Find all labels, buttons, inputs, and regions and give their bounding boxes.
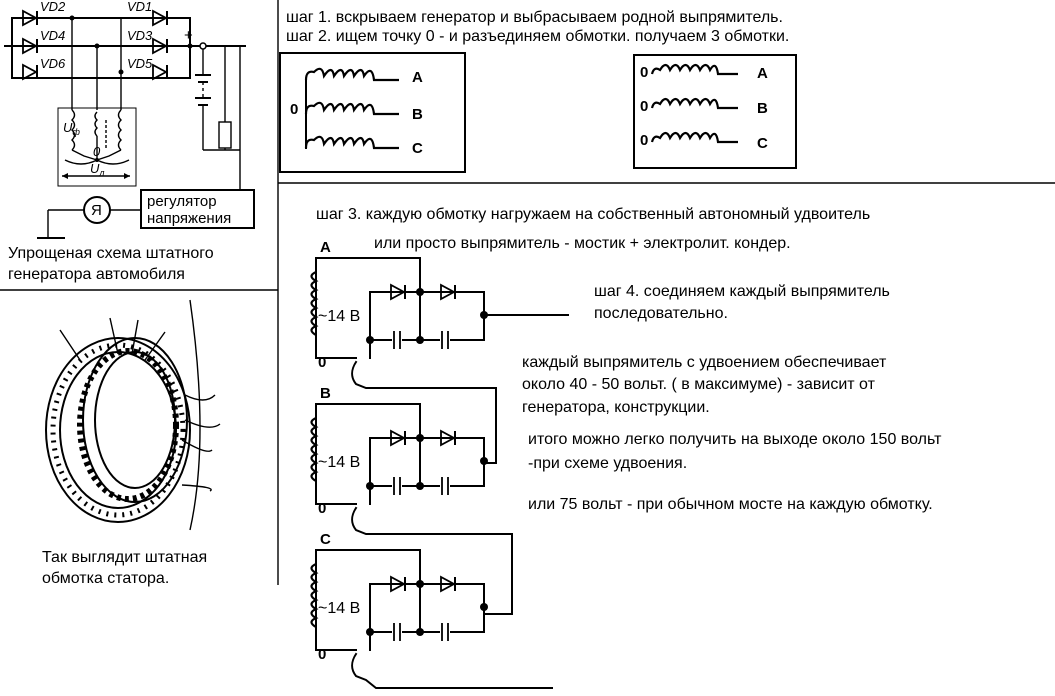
step4-text-line2: последовательно. [594,305,728,322]
vd5-label: VD5 [127,56,153,71]
zero-label-star: 0 [93,144,101,159]
regulator-box [140,189,255,229]
step3-text-line1: шаг 3. каждую обмотку нагружаем на собст… [316,206,870,223]
vd2-label: VD2 [40,0,66,14]
uf-label: Uф [63,120,80,137]
vd3-label: VD3 [127,28,153,43]
connected-zero-label: 0 [290,101,298,118]
doubler-voltage-label: ~14 В [318,308,360,325]
step1-text: шаг 1. вскрываем генератор и выбрасываем… [286,9,783,26]
separated-zero-a: 0 [640,64,648,81]
vd4-label: VD4 [40,28,65,43]
series-wiring [351,314,569,689]
doubler-zero-label: 0 [318,500,326,517]
doubler-stage-c: C ~14 В 0 [310,531,488,663]
connected-phase-a: A [412,69,423,86]
step2-text: шаг 2. ищем точку 0 - и разъединяем обмо… [286,28,789,45]
regulator-label-line2: напряжения [147,210,231,227]
un-label: Uл [90,161,104,178]
doubler-phase-label: C [320,531,331,548]
schematic-caption-line1: Упрощеная схема штатного [8,245,214,262]
note3: или 75 вольт - при обычном мосте на кажд… [528,496,933,513]
note2-line2: -при схеме удвоения. [528,455,687,472]
generator-schematic: VD2 VD1 VD4 VD3 VD6 VD5 + [4,0,255,283]
stator-caption-line1: Так выглядит штатная [42,549,207,566]
doubler-zero-label: 0 [318,646,326,663]
doubler-phase-label: B [320,385,331,402]
note1-line2: около 40 - 50 вольт. ( в максимуме) - за… [522,376,876,393]
vd1-label: VD1 [127,0,152,14]
step4-text-line1: шаг 4. соединяем каждый выпрямитель [594,283,890,300]
doubler-voltage-label: ~14 В [318,600,360,617]
step3-text-line2: или просто выпрямитель - мостик + электр… [374,235,791,252]
stator-illustration: Так выглядит штатная обмотка статора. [42,299,221,587]
doubler-voltage-label: ~14 В [318,454,360,471]
plus-sign: + [184,27,193,44]
doubler-stage-b: B ~14 В 0 [310,385,488,517]
doubler-zero-label: 0 [318,354,326,371]
vd6-label: VD6 [40,56,66,71]
note1-line1: каждый выпрямитель с удвоением обеспечив… [522,354,887,371]
connected-windings-box: 0 A B C [279,52,466,173]
stator-caption-line2: обмотка статора. [42,570,169,587]
separated-phase-c: C [757,135,768,152]
doubler-stage-a: A ~14 В 0 [310,239,488,371]
connected-phase-c: C [412,140,423,157]
separated-zero-c: 0 [640,132,648,149]
doubler-stages: A~14 В0B~14 В0C~14 В0 [310,239,488,663]
note1-line3: генератора, конструкции. [522,399,710,416]
separated-phase-a: A [757,65,768,82]
separated-phase-b: B [757,100,768,117]
ammeter-symbol: Я [91,202,102,219]
stator-star-winding: Uф 0 Uл [57,107,137,187]
schematic-caption-line2: генератора автомобиля [8,266,185,283]
separated-zero-b: 0 [640,98,648,115]
note2-line1: итого можно легко получить на выходе око… [528,431,942,448]
doubler-phase-label: A [320,239,331,256]
separated-windings-box: 0 0 0 A B C [633,54,797,169]
regulator-label-line1: регулятор [147,193,217,210]
section-dividers [0,0,1055,585]
connected-phase-b: B [412,106,423,123]
